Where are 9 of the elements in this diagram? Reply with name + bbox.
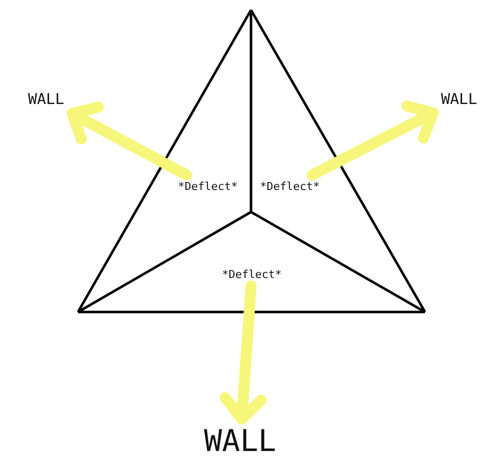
text-label: *Deflect*	[222, 269, 282, 280]
text-label: WALL	[204, 427, 276, 457]
text-label: *Deflect*	[260, 181, 320, 192]
arrow	[66, 102, 192, 180]
arrow	[306, 100, 438, 180]
arrow	[220, 280, 267, 424]
text-label: WALL	[441, 92, 478, 107]
text-label: *Deflect*	[178, 181, 238, 192]
text-label: WALL	[28, 92, 64, 107]
